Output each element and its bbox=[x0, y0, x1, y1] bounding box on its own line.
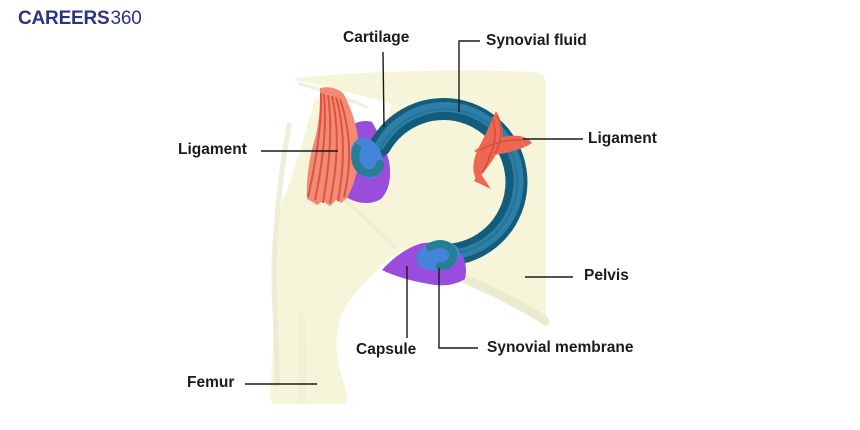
membrane-hook-bottom bbox=[426, 240, 458, 271]
ligament-fan-stripes bbox=[307, 92, 351, 204]
label-capsule: Capsule bbox=[356, 341, 417, 358]
fan-stripe bbox=[339, 98, 351, 198]
membrane-hook-top bbox=[351, 144, 384, 177]
careers360-logo[interactable]: CAREERS360 bbox=[18, 9, 142, 28]
fan-stripe bbox=[307, 92, 323, 198]
label-pelvis: Pelvis bbox=[584, 267, 629, 284]
femur-left-shade bbox=[271, 122, 292, 388]
femur-neck-shade bbox=[339, 194, 396, 248]
femur-shaft-shade bbox=[297, 311, 307, 404]
label-cartilage: Cartilage bbox=[343, 29, 410, 46]
logo-brand-text: CAREERS bbox=[18, 8, 110, 29]
leader-line-synovial-fluid bbox=[458, 40, 480, 112]
label-ligament-right: Ligament bbox=[588, 130, 657, 147]
leader-line-cartilage bbox=[382, 51, 385, 128]
ligament-cross bbox=[473, 111, 532, 189]
ligament-cross-stripes bbox=[479, 114, 524, 174]
cross-stripe bbox=[494, 114, 502, 154]
leader-line-synovial-membrane bbox=[438, 268, 478, 349]
cross-stripe bbox=[481, 146, 494, 174]
logo-suffix-text: 360 bbox=[110, 8, 142, 29]
cross-stripe bbox=[479, 139, 524, 151]
label-ligament-left: Ligament bbox=[178, 141, 247, 158]
fan-stripe bbox=[329, 95, 338, 204]
leader-lines bbox=[245, 40, 583, 385]
ligament-fan bbox=[306, 87, 359, 206]
fan-stripe bbox=[314, 93, 326, 201]
label-femur: Femur bbox=[187, 374, 235, 391]
label-synovial-membrane: Synovial membrane bbox=[487, 339, 634, 356]
bone-shading bbox=[271, 82, 550, 404]
fan-stripe bbox=[322, 94, 332, 204]
label-synovial-fluid: Synovial fluid bbox=[486, 32, 587, 49]
fan-stripe bbox=[335, 96, 344, 202]
ligament-cross-fork bbox=[474, 171, 491, 189]
